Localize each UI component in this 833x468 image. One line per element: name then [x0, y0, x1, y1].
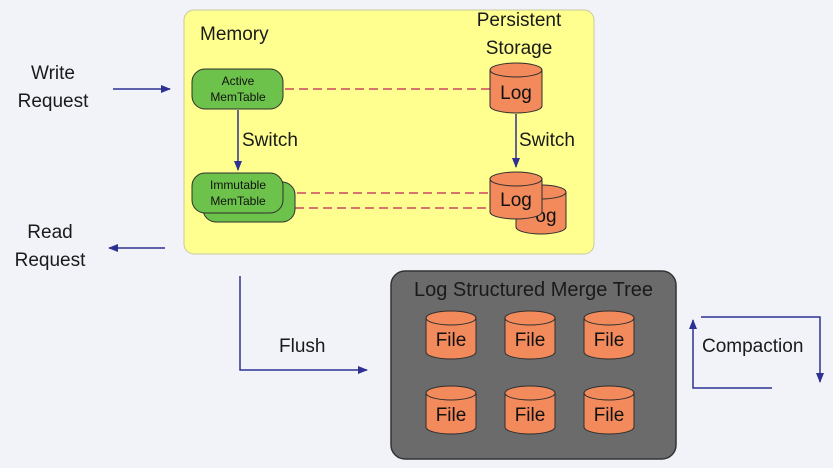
file-label: File	[515, 405, 546, 426]
flush-label: Flush	[279, 336, 326, 357]
file-cylinder: File	[504, 385, 556, 435]
active-memtable-line1: Active	[222, 74, 255, 88]
persistent-storage-line2: Storage	[485, 38, 553, 59]
immutable-memtable-line2: MemTable	[210, 194, 266, 208]
write-request-label: Write Request	[14, 60, 92, 116]
file-label: File	[515, 330, 546, 351]
file-cylinder: File	[425, 310, 477, 360]
memory-title: Memory	[200, 24, 269, 45]
lsm-tree-title: Log Structured Merge Tree	[413, 279, 653, 301]
log-label-front: Log	[500, 190, 532, 211]
read-request-line2: Request	[14, 250, 86, 271]
active-memtable	[191, 68, 284, 110]
log-cylinder-front: Log	[489, 171, 543, 220]
write-request-line2: Request	[17, 91, 89, 112]
log-cylinder-active: Log	[489, 62, 543, 114]
compaction-arrow-down	[701, 316, 824, 383]
file-cylinder: File	[425, 385, 477, 435]
compaction-label: Compaction	[702, 336, 804, 357]
read-request-label: Read Request	[11, 219, 89, 275]
read-request-line1: Read	[27, 222, 73, 243]
log-label-active: Log	[500, 83, 532, 104]
file-cylinder: File	[583, 385, 635, 435]
file-label: File	[594, 330, 625, 351]
compaction-arrow-up	[689, 319, 772, 389]
file-label: File	[594, 405, 625, 426]
immutable-memtable	[191, 172, 284, 214]
file-cylinder: File	[504, 310, 556, 360]
file-cylinder: File	[583, 310, 635, 360]
file-label: File	[436, 330, 467, 351]
persistent-storage-title: Persistent Storage	[460, 7, 578, 63]
switch-label-storage: Switch	[519, 130, 575, 151]
immutable-memtable-line1: Immutable	[210, 178, 266, 192]
switch-label-memory: Switch	[242, 130, 298, 151]
write-request-line1: Write	[31, 63, 75, 84]
flush-arrow	[239, 276, 368, 374]
persistent-storage-line1: Persistent	[476, 10, 562, 31]
active-memtable-line2: MemTable	[210, 90, 266, 104]
file-label: File	[436, 405, 467, 426]
